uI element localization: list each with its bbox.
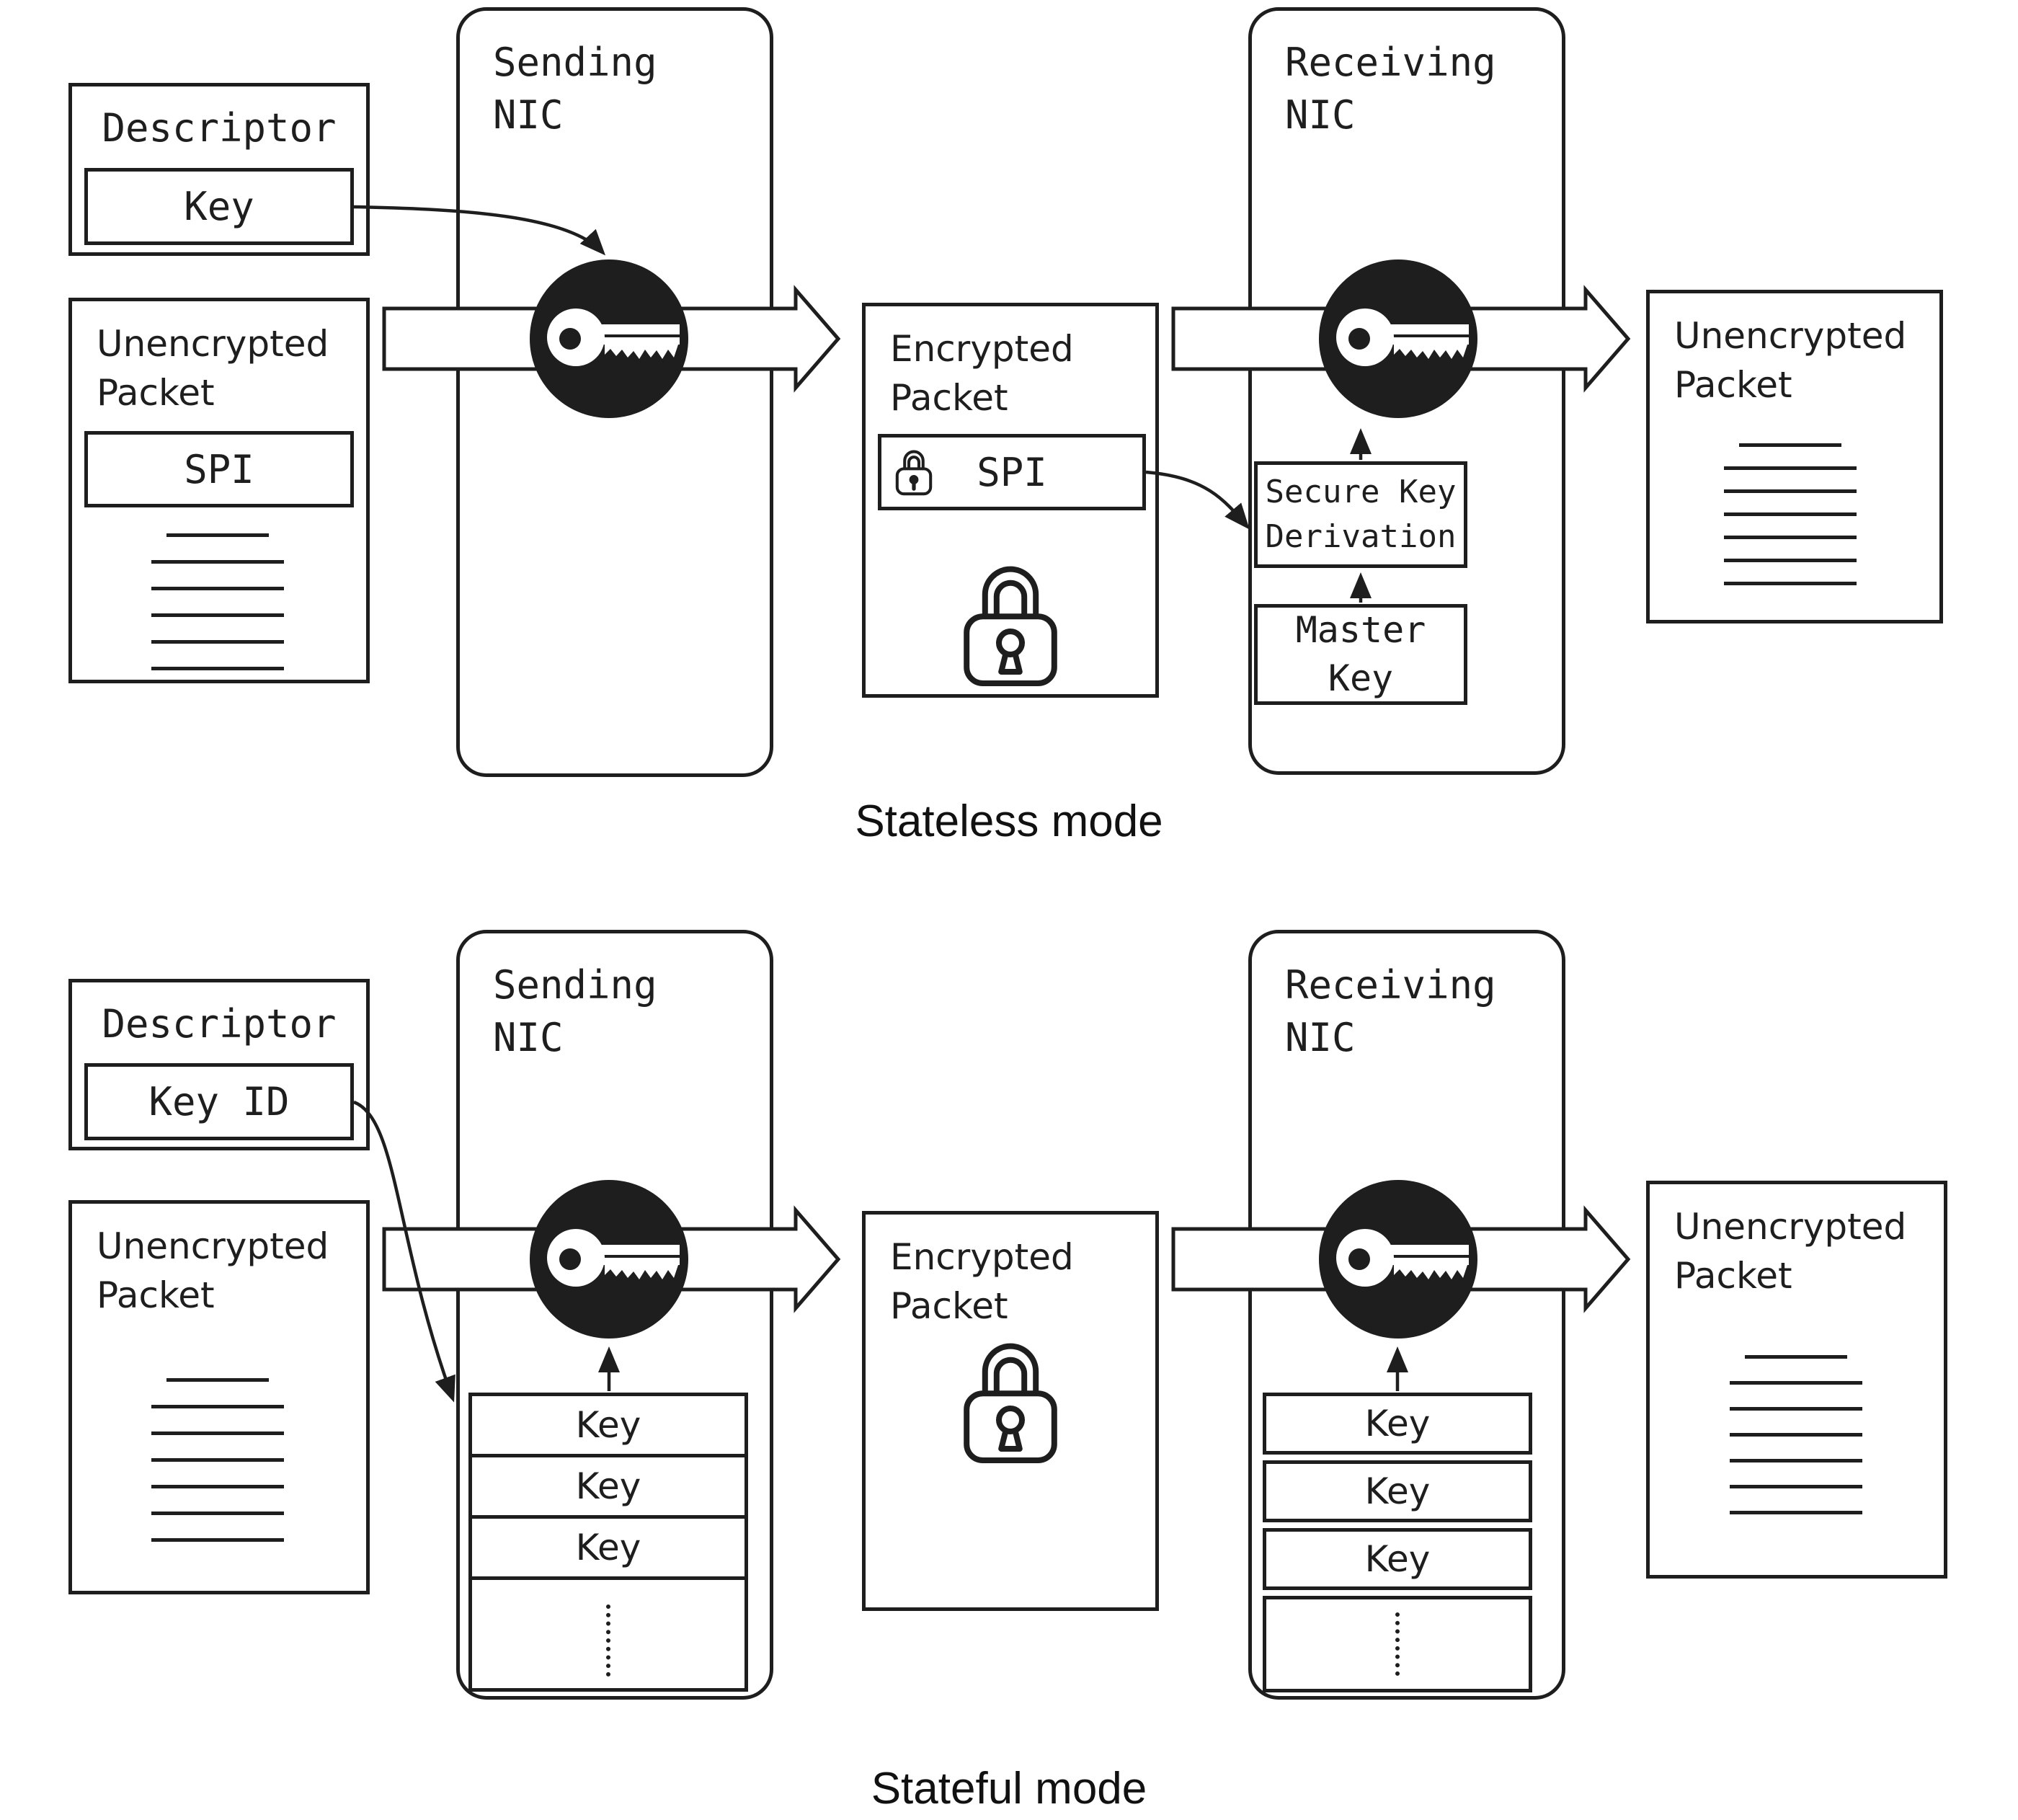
descriptor-title: Descriptor — [102, 1001, 337, 1047]
packet-text-line — [166, 533, 269, 537]
packet-text-line — [1730, 1381, 1862, 1385]
encrypted-packet-title: Encrypted Packet — [890, 328, 1074, 419]
encrypted-packet-box: Encrypted Packet — [862, 1211, 1159, 1611]
secure-key-derivation-label: Secure Key Derivation — [1265, 474, 1457, 555]
packet-text-line — [1724, 512, 1857, 516]
key-table-row: Key — [472, 1457, 744, 1519]
packet-text-line — [1730, 1485, 1862, 1488]
key-table-more-row — [1263, 1596, 1532, 1692]
packet-text-line — [1730, 1459, 1862, 1462]
receiving-nic-title: Receiving NIC — [1285, 40, 1496, 138]
ellipsis-dots — [606, 1604, 610, 1677]
spi-lock-icon — [895, 450, 933, 496]
unencrypted-packet-box: Unencrypted Packet — [1646, 290, 1943, 623]
stateless-caption: Stateless mode — [855, 796, 1163, 846]
unencrypted-packet-title: Unencrypted Packet — [1674, 315, 1907, 406]
packet-text-line — [151, 1431, 284, 1435]
key-table-more-row — [472, 1580, 744, 1688]
packet-text-line — [1724, 582, 1857, 585]
key-table-row: Key — [472, 1519, 744, 1580]
encrypted-spi-label: SPI — [977, 449, 1047, 495]
key-field-label: Key — [184, 184, 254, 229]
packet-text-line — [166, 1378, 269, 1382]
packet-text-line — [1739, 443, 1841, 447]
packet-text-line — [1730, 1511, 1862, 1514]
master-key-label: Master Key — [1295, 608, 1426, 700]
packet-text-line — [1745, 1355, 1847, 1359]
sending-nic-box: Sending NIC — [456, 7, 773, 777]
packet-text-line — [151, 1538, 284, 1542]
sending-key-table: Key Key Key — [468, 1393, 748, 1692]
unencrypted-packet-title: Unencrypted Packet — [97, 1225, 329, 1316]
unencrypted-packet-title: Unencrypted Packet — [1674, 1206, 1907, 1297]
sending-nic-title: Sending NIC — [493, 40, 657, 138]
unencrypted-packet-box: Unencrypted Packet — [1646, 1181, 1947, 1579]
master-key-box: Master Key — [1254, 604, 1467, 705]
packet-text-line — [1724, 466, 1857, 470]
packet-text-line — [151, 560, 284, 564]
sending-nic-title: Sending NIC — [493, 962, 657, 1060]
secure-key-derivation-box: Secure Key Derivation — [1254, 461, 1467, 568]
key-field-box: Key — [84, 168, 354, 245]
descriptor-title: Descriptor — [102, 105, 337, 151]
packet-text-line — [151, 1458, 284, 1462]
packet-text-line — [1730, 1407, 1862, 1411]
packet-text-line — [151, 667, 284, 670]
stateful-caption: Stateful mode — [871, 1764, 1147, 1814]
encrypted-packet-title: Encrypted Packet — [890, 1236, 1074, 1327]
packet-text-line — [151, 1512, 284, 1515]
packet-text-line — [1724, 536, 1857, 539]
packet-text-line — [151, 587, 284, 590]
key-table-row: Key — [1263, 1460, 1532, 1522]
unencrypted-packet-box: Unencrypted Packet — [68, 1200, 370, 1594]
key-table-row: Key — [1263, 1393, 1532, 1455]
packet-text-line — [1724, 559, 1857, 562]
packet-text-line — [151, 613, 284, 617]
key-id-field-label: Key ID — [148, 1079, 290, 1124]
spi-to-derivation-arrow — [1145, 470, 1250, 530]
packet-text-line — [151, 1485, 284, 1488]
spi-field-box: SPI — [84, 431, 354, 507]
encrypted-spi-field-box: SPI — [878, 434, 1146, 510]
packet-text-line — [1730, 1433, 1862, 1437]
packet-text-line — [151, 640, 284, 644]
ellipsis-dots — [1395, 1612, 1400, 1676]
unencrypted-packet-title: Unencrypted Packet — [97, 323, 329, 414]
receiving-nic-title: Receiving NIC — [1285, 962, 1496, 1060]
packet-text-line — [151, 1405, 284, 1408]
key-table-row: Key — [1263, 1528, 1532, 1590]
packet-text-line — [1724, 489, 1857, 493]
key-id-field-box: Key ID — [84, 1063, 354, 1140]
spi-field-label: SPI — [184, 446, 254, 492]
key-table-row: Key — [472, 1396, 744, 1457]
